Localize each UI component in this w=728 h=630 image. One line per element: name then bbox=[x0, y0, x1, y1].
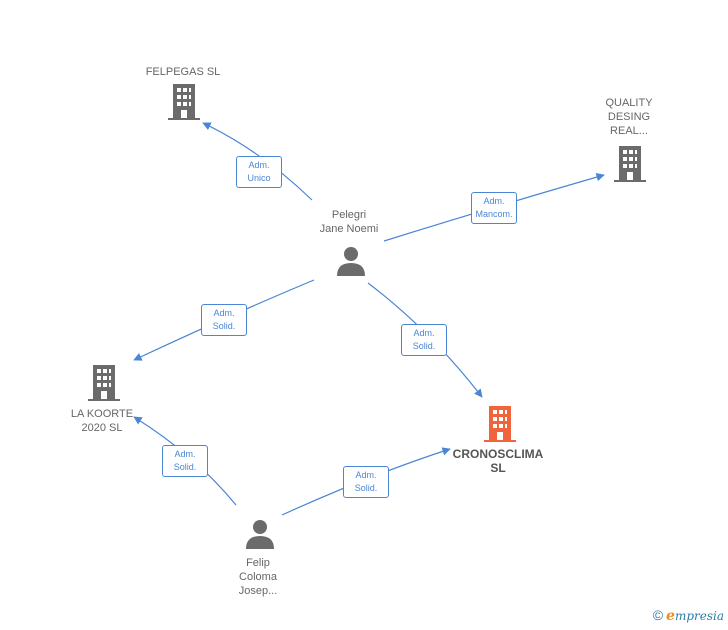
copyright-icon: © bbox=[652, 607, 664, 623]
edge-label-adm-solid: Adm. Solid. bbox=[201, 304, 247, 336]
building-icon[interactable] bbox=[168, 84, 200, 120]
edge-pelegri-felpegas bbox=[202, 122, 313, 201]
edge-label-adm-mancom: Adm. Mancom. bbox=[471, 192, 517, 224]
node-label-felpegas[interactable]: FELPEGAS SL bbox=[145, 66, 221, 78]
edge-label-adm-unico: Adm. Unico bbox=[236, 156, 282, 188]
empresia-watermark[interactable]: ©empresia bbox=[653, 607, 724, 624]
building-icon-main[interactable] bbox=[484, 406, 516, 442]
node-label-quality[interactable]: QUALITY DESING REAL... bbox=[605, 97, 653, 137]
edge-label-adm-solid: Adm. Solid. bbox=[401, 324, 447, 356]
node-label-lakoorte[interactable]: LA KOORTE 2020 SL bbox=[70, 408, 134, 434]
edge-label-adm-solid: Adm. Solid. bbox=[162, 445, 208, 477]
node-label-pelegri[interactable]: Pelegri Jane Noemi bbox=[319, 209, 379, 235]
brand-initial: e bbox=[666, 608, 675, 624]
node-label-felip[interactable]: Felip Coloma Josep... bbox=[238, 557, 278, 597]
building-icon[interactable] bbox=[88, 365, 120, 401]
edge-label-adm-solid: Adm. Solid. bbox=[343, 466, 389, 498]
node-label-cronosclima[interactable]: CRONOSCLIMA SL bbox=[452, 447, 544, 475]
person-icon[interactable] bbox=[336, 246, 366, 276]
building-icon[interactable] bbox=[614, 146, 646, 182]
person-icon[interactable] bbox=[245, 519, 275, 549]
brand-name: mpresia bbox=[674, 609, 724, 623]
